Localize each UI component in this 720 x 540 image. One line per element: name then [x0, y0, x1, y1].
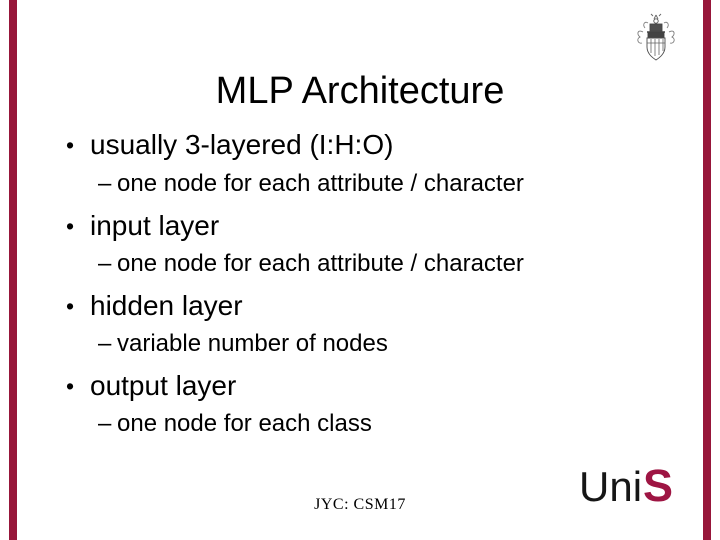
unis-logo-s: S — [643, 460, 674, 511]
sub-bullet-text: one node for each attribute / character — [117, 250, 524, 277]
left-accent-bar — [9, 0, 17, 540]
bullet-text: hidden layer — [90, 290, 243, 321]
dash-icon: – — [98, 250, 112, 277]
bullet-text: usually 3-layered (I:H:O) — [90, 129, 394, 160]
dash-icon: – — [98, 330, 112, 357]
right-accent-bar — [703, 0, 711, 540]
bullet-text: input layer — [90, 210, 220, 241]
sub-bullet-text: one node for each attribute / character — [117, 170, 524, 197]
dash-icon: – — [98, 410, 112, 437]
bullet-dot-icon: • — [66, 132, 75, 158]
bullet-dot-icon: • — [66, 213, 75, 239]
sub-bullet-text: one node for each class — [117, 410, 372, 437]
bullet-text: output layer — [90, 370, 237, 401]
bullet-dot-icon: • — [66, 373, 75, 399]
footer-text: JYC: CSM17 — [314, 496, 406, 513]
bullet-dot-icon: • — [66, 293, 75, 319]
dash-icon: – — [98, 170, 112, 197]
unis-logo-uni: Uni — [579, 463, 643, 510]
university-crest-icon — [633, 12, 679, 64]
unis-logo: UniS — [579, 463, 673, 508]
slide-title: MLP Architecture — [215, 70, 505, 112]
sub-bullet-text: variable number of nodes — [117, 330, 388, 357]
